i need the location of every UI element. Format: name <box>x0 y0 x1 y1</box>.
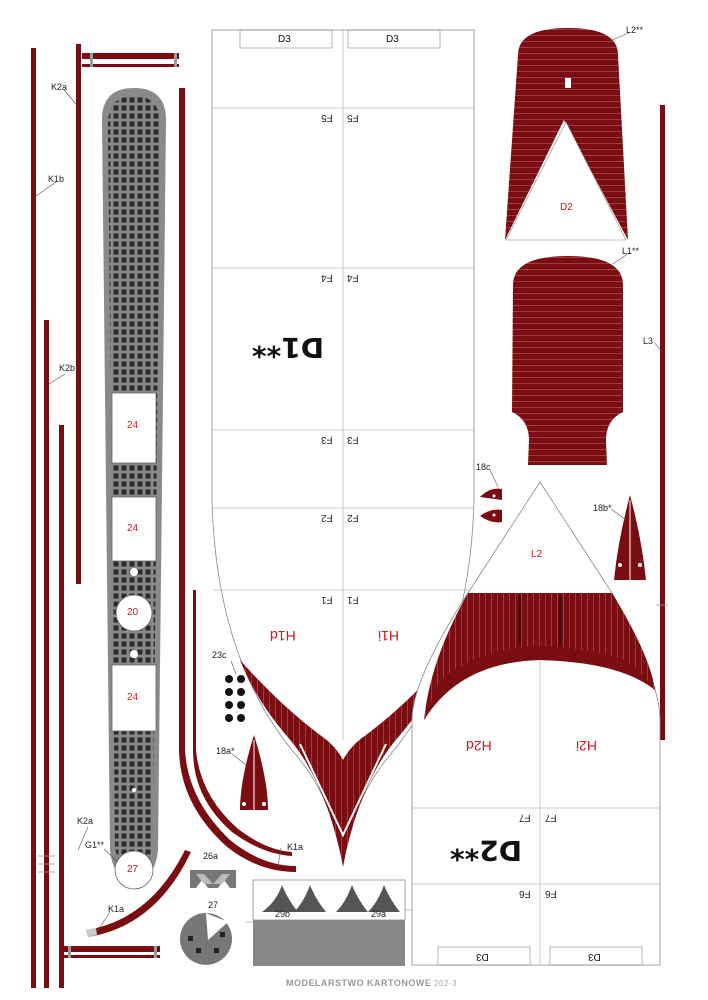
label-l1-star: L1** <box>622 246 640 256</box>
frame-cutout-20: 20 <box>127 607 139 618</box>
strip-left-long <box>76 44 81 584</box>
part-18c <box>480 488 502 523</box>
deck-d2-f6-left: F6 <box>519 888 531 899</box>
strip-k2b <box>44 320 49 988</box>
label-27-small: 27 <box>208 900 219 910</box>
part-27-gear <box>179 912 232 965</box>
label-26a: 26a <box>203 851 219 861</box>
label-k2a-bottom: K2a <box>77 816 94 826</box>
label-23c: 23c <box>212 650 227 660</box>
part-l2-label: L2 <box>531 549 543 560</box>
label-k1a-mid: K1a <box>287 842 304 852</box>
deck-d1-f5-left: F5 <box>321 112 333 123</box>
part-d2-label: D2 <box>560 202 573 213</box>
deck-d1-f1-left: F1 <box>321 594 333 605</box>
footer-credit: MODELARSTWO KARTONOWE 202-3 <box>286 978 457 988</box>
part-l2-plate <box>505 28 628 241</box>
frame-cutout-24-bottom: 24 <box>127 692 139 703</box>
label-29b: 29b <box>275 909 291 919</box>
grated-frame <box>102 88 166 890</box>
footer-publisher: MODELARSTWO KARTONOWE <box>286 978 432 988</box>
deck-d1-h1i: H1i <box>378 628 400 644</box>
part-29-plate <box>246 879 412 966</box>
label-g1: G1** <box>85 840 105 850</box>
label-18c: 18c <box>476 462 491 472</box>
leader-lines <box>35 32 663 931</box>
deck-d2-d3-right: D3 <box>588 951 601 962</box>
strip-bottom-horizontal <box>64 946 160 958</box>
deck-d2-h2i: H2i <box>576 738 598 754</box>
deck-d2 <box>411 481 661 966</box>
label-l2-star: L2** <box>626 25 644 35</box>
deck-d2-h2d: H2d <box>466 738 492 754</box>
strip-l3 <box>656 105 668 740</box>
deck-d2-f7-right: F7 <box>545 812 557 823</box>
label-18a: 18a* <box>216 746 235 756</box>
deck-d1-d3-left: D3 <box>278 34 291 45</box>
label-k2a-top: K2a <box>51 82 68 92</box>
label-k1b: K1b <box>48 174 65 184</box>
deck-d2-f7-left: F7 <box>519 812 531 823</box>
strip-top-horizontal <box>82 53 179 67</box>
deck-d1-h1d: H1d <box>270 628 296 644</box>
part-l1-plate <box>512 256 623 465</box>
deck-d1-f1-right: F1 <box>347 594 359 605</box>
deck-d1-f3-left: F3 <box>321 434 333 445</box>
deck-d1-f3-right: F3 <box>347 434 359 445</box>
deck-d1-f4-right: F4 <box>347 272 359 283</box>
deck-d1-d3-right: D3 <box>386 34 399 45</box>
label-k1a-left: K1a <box>108 904 125 914</box>
deck-d2-title: D2** <box>450 834 523 867</box>
part-18a <box>240 735 268 810</box>
label-k2b: K2b <box>59 363 76 373</box>
deck-d2-d3-left: D3 <box>476 951 489 962</box>
deck-d2-f6-right: F6 <box>545 888 557 899</box>
part-23c-dots <box>225 675 245 722</box>
deck-d1-title: D1** <box>252 331 325 364</box>
deck-d1-f5-right: F5 <box>347 112 359 123</box>
strip-curved-right <box>179 88 296 872</box>
part-18b <box>614 495 646 580</box>
frame-cutout-27: 27 <box>127 864 139 875</box>
strip-k2a-top <box>31 48 36 988</box>
strip-k1b <box>59 425 64 988</box>
label-18b: 18b* <box>593 503 612 513</box>
label-29a: 29a <box>371 909 387 919</box>
deck-d1-f2-left: F2 <box>321 512 333 523</box>
frame-cutout-24-top: 24 <box>127 420 139 431</box>
label-l3: L3 <box>643 336 654 346</box>
deck-d1-f2-right: F2 <box>347 512 359 523</box>
strip-k1a-curved <box>86 850 191 937</box>
strip-ticks <box>38 855 55 873</box>
deck-d1-f4-left: F4 <box>321 272 333 283</box>
footer-code: 202-3 <box>434 979 458 988</box>
part-26a <box>190 870 236 888</box>
frame-cutout-24-mid: 24 <box>127 523 139 534</box>
